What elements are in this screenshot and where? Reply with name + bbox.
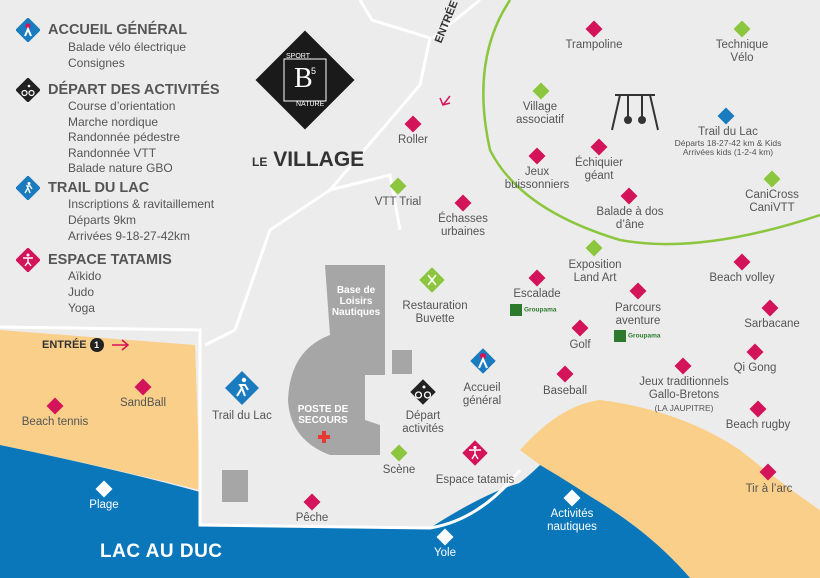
label-canicross: CaniCross CaniVTT xyxy=(745,189,799,214)
label-depart-activites: Départ activités xyxy=(402,410,444,435)
label-trail-du-lac-info: Départs 18-27-42 km & Kids Arrivées kids… xyxy=(674,138,782,157)
espace-tatamis-icon[interactable] xyxy=(460,438,490,468)
label-jaupitre: (LA JAUPITRE) xyxy=(654,403,714,413)
cyclist-icon xyxy=(15,77,41,103)
martial-arts-icon xyxy=(15,247,41,273)
depart-activites-icon[interactable] xyxy=(408,377,438,407)
trail-du-lac-icon[interactable] xyxy=(222,368,262,408)
label-golf: Golf xyxy=(569,339,591,351)
label-sarbacane: Sarbacane xyxy=(744,318,800,330)
logo-nature: NATURE xyxy=(296,101,325,108)
sponsor-groupama-parcours: Groupama xyxy=(614,330,661,342)
label-escalade: Escalade xyxy=(513,288,561,300)
logo-number: 5 xyxy=(311,66,317,76)
label-yole: Yole xyxy=(434,547,456,559)
legend-accueil-title: ACCUEIL GÉNÉRAL xyxy=(48,22,188,38)
entrance-1[interactable]: ENTRÉE 1 xyxy=(42,338,104,352)
legend-tatamis-item: Aïkido xyxy=(68,269,102,283)
label-plage: Plage xyxy=(89,499,119,511)
legend-depart-item: Balade nature GBO xyxy=(68,161,173,175)
label-tir-arc: Tir à l’arc xyxy=(745,483,793,495)
legend-depart-item: Randonnée VTT xyxy=(68,146,157,160)
legend-depart-item: Randonnée pédestre xyxy=(68,130,181,144)
label-qi-gong: Qi Gong xyxy=(733,362,777,374)
label-beach-rugby: Beach rugby xyxy=(725,419,791,431)
runner-icon xyxy=(15,175,41,201)
label-trail-du-lac: Trail du Lac xyxy=(698,126,758,138)
label-trail-du-lac-left: Trail du Lac xyxy=(212,410,272,422)
label-vtt-trial: VTT Trial xyxy=(374,196,422,208)
label-technique-velo: Technique Vélo xyxy=(715,39,769,64)
label-jeux-buissonniers: Jeux buissonniers xyxy=(504,166,570,191)
groupama-logo-icon xyxy=(614,330,626,342)
legend-tatamis-title: ESPACE TATAMIS xyxy=(48,252,172,268)
label-scene: Scène xyxy=(382,464,416,476)
lake-name: LAC AU DUC xyxy=(100,541,223,562)
label-jeux-traditionnels: Jeux traditionnels Gallo-Bretons xyxy=(639,376,729,401)
legend-tatamis-item: Yoga xyxy=(68,301,95,315)
poste-secours-label: POSTE DE SECOURS xyxy=(297,404,349,426)
label-village-associatif: Village associatif xyxy=(516,101,564,126)
logo-sport: SPORT xyxy=(286,53,310,60)
legend-depart-item: Marche nordique xyxy=(68,115,159,129)
entrance-1-label: ENTRÉE xyxy=(42,338,87,351)
legend-depart-item: Course d’orientation xyxy=(68,99,176,113)
label-espace-tatamis: Espace tatamis xyxy=(435,474,515,486)
label-sandball: SandBall xyxy=(119,397,167,409)
groupama-logo-icon xyxy=(510,304,522,316)
accueil-general-icon[interactable] xyxy=(468,346,498,376)
label-activites-nautiques: Activités nautiques xyxy=(547,508,597,533)
label-baseball: Baseball xyxy=(542,385,588,397)
b5-logo: B 5 SPORT NATURE xyxy=(250,25,360,135)
label-parcours: Parcours aventure xyxy=(614,302,662,327)
label-restauration: Restauration Buvette xyxy=(402,300,468,325)
legend-trail-item: Arrivées 9-18-27-42km xyxy=(68,229,191,243)
logo-letter: B xyxy=(294,63,313,94)
sponsor-name: Groupama xyxy=(628,332,661,340)
legend-trail-title: TRAIL DU LAC xyxy=(48,180,150,196)
label-roller: Roller xyxy=(397,134,429,146)
legend-accueil-item: Balade vélo électrique xyxy=(68,40,187,54)
legend-trail-item: Départs 9km xyxy=(68,213,137,227)
label-accueil-general: Accueil général xyxy=(462,382,502,407)
label-peche: Pêche xyxy=(295,512,329,524)
base-loisirs-label: Base de Loisirs Nautiques xyxy=(331,285,381,318)
legend-tatamis-item: Judo xyxy=(68,285,95,299)
restaurant-icon[interactable] xyxy=(418,266,446,294)
label-beach-volley: Beach volley xyxy=(709,272,775,284)
label-trampoline: Trampoline xyxy=(565,39,623,51)
label-beach-tennis: Beach tennis xyxy=(21,416,89,428)
sponsor-groupama-escalade: Groupama xyxy=(510,304,557,316)
entrance-1-number: 1 xyxy=(89,338,104,352)
accueil-icon xyxy=(15,17,41,43)
village-name: VILLAGE xyxy=(273,148,365,171)
legend-depart-title: DÉPART DES ACTIVITÉS xyxy=(48,82,220,98)
village-title: LE VILLAGE xyxy=(252,148,364,172)
label-echasses: Échasses urbaines xyxy=(438,213,488,238)
label-land-art: Exposition Land Art xyxy=(568,259,622,284)
village-prefix: LE xyxy=(252,155,268,169)
label-echiquier: Échiquier géant xyxy=(575,157,623,182)
label-balade-ane: Balade à dos d’âne xyxy=(596,206,664,231)
sponsor-name: Groupama xyxy=(524,306,557,314)
legend-trail-item: Inscriptions & ravitaillement xyxy=(68,197,215,211)
legend-accueil-item: Consignes xyxy=(68,56,125,70)
